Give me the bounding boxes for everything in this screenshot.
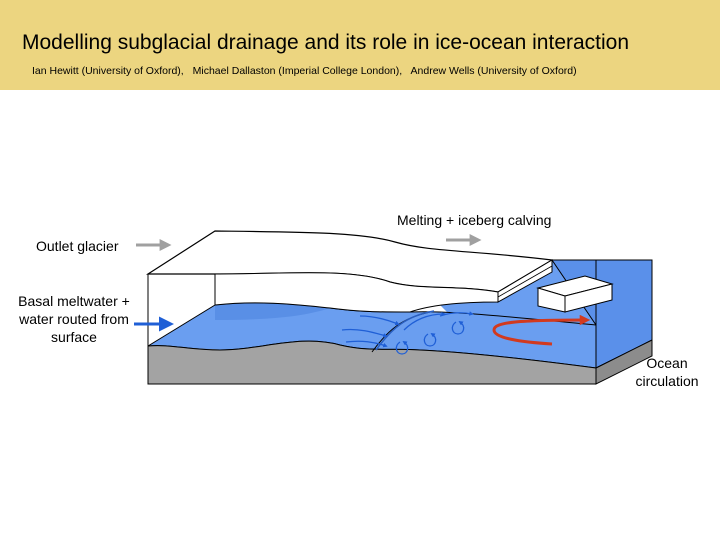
plume-arrow-icon <box>403 311 446 331</box>
author-list: Ian Hewitt (University of Oxford), Micha… <box>32 64 583 78</box>
author-dallaston: Michael Dallaston (Imperial College Lond… <box>192 65 403 77</box>
title-banner: Modelling subglacial drainage and its ro… <box>0 0 720 90</box>
ice-shelf-edge <box>497 259 553 303</box>
plume-arrow-icon <box>439 311 474 317</box>
subglacial-flow-arrow-icon <box>359 315 400 326</box>
author-wells: Andrew Wells (University of Oxford) <box>410 65 577 77</box>
eddy-circular-arrow-icon <box>395 340 409 355</box>
page-title: Modelling subglacial drainage and its ro… <box>22 31 630 54</box>
bed-front <box>147 340 597 385</box>
glacier-side <box>214 272 499 313</box>
eddy-circular-arrow-icon <box>451 320 465 335</box>
outlet-glacier-label: Outlet glacier <box>36 238 119 254</box>
subglacial-flow-arrow-icon <box>345 340 388 348</box>
subglacial-flow-arrow-icon <box>341 328 388 338</box>
iceberg-side <box>564 283 613 313</box>
eddy-circular-arrow-icon <box>423 332 437 347</box>
basal-meltwater-label: Basal meltwater + water routed from surf… <box>18 293 130 345</box>
ocean-circulation-arrow-icon <box>492 314 591 346</box>
melting-calving-label: Melting + iceberg calving <box>397 212 552 228</box>
water-shade <box>215 302 330 320</box>
ocean-circulation-label: Ocean circulation <box>635 355 699 389</box>
author-hewitt: Ian Hewitt (University of Oxford), <box>32 65 184 77</box>
